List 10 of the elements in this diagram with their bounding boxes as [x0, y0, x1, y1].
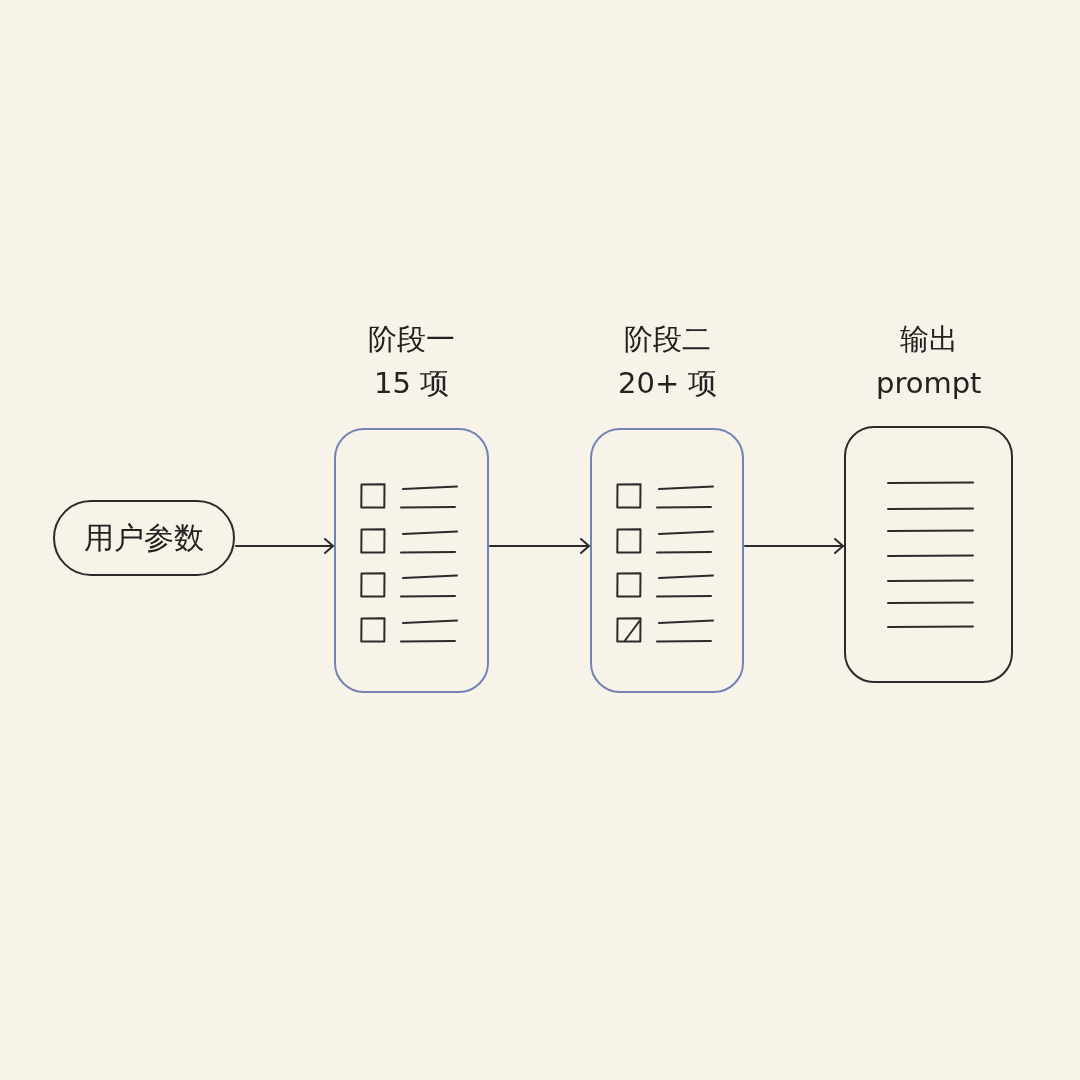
card-title: 阶段二 — [624, 321, 711, 358]
arrow — [235, 538, 334, 554]
card-subtitle: prompt — [876, 365, 982, 402]
arrow — [489, 538, 590, 554]
arrow — [744, 538, 844, 554]
card-subtitle: 20+ 项 — [618, 365, 718, 402]
card-subtitle: 15 项 — [374, 365, 450, 402]
input-pill: 用户参数 — [53, 500, 235, 576]
card-title: 输出 — [900, 321, 958, 358]
card-title: 阶段一 — [368, 321, 455, 358]
